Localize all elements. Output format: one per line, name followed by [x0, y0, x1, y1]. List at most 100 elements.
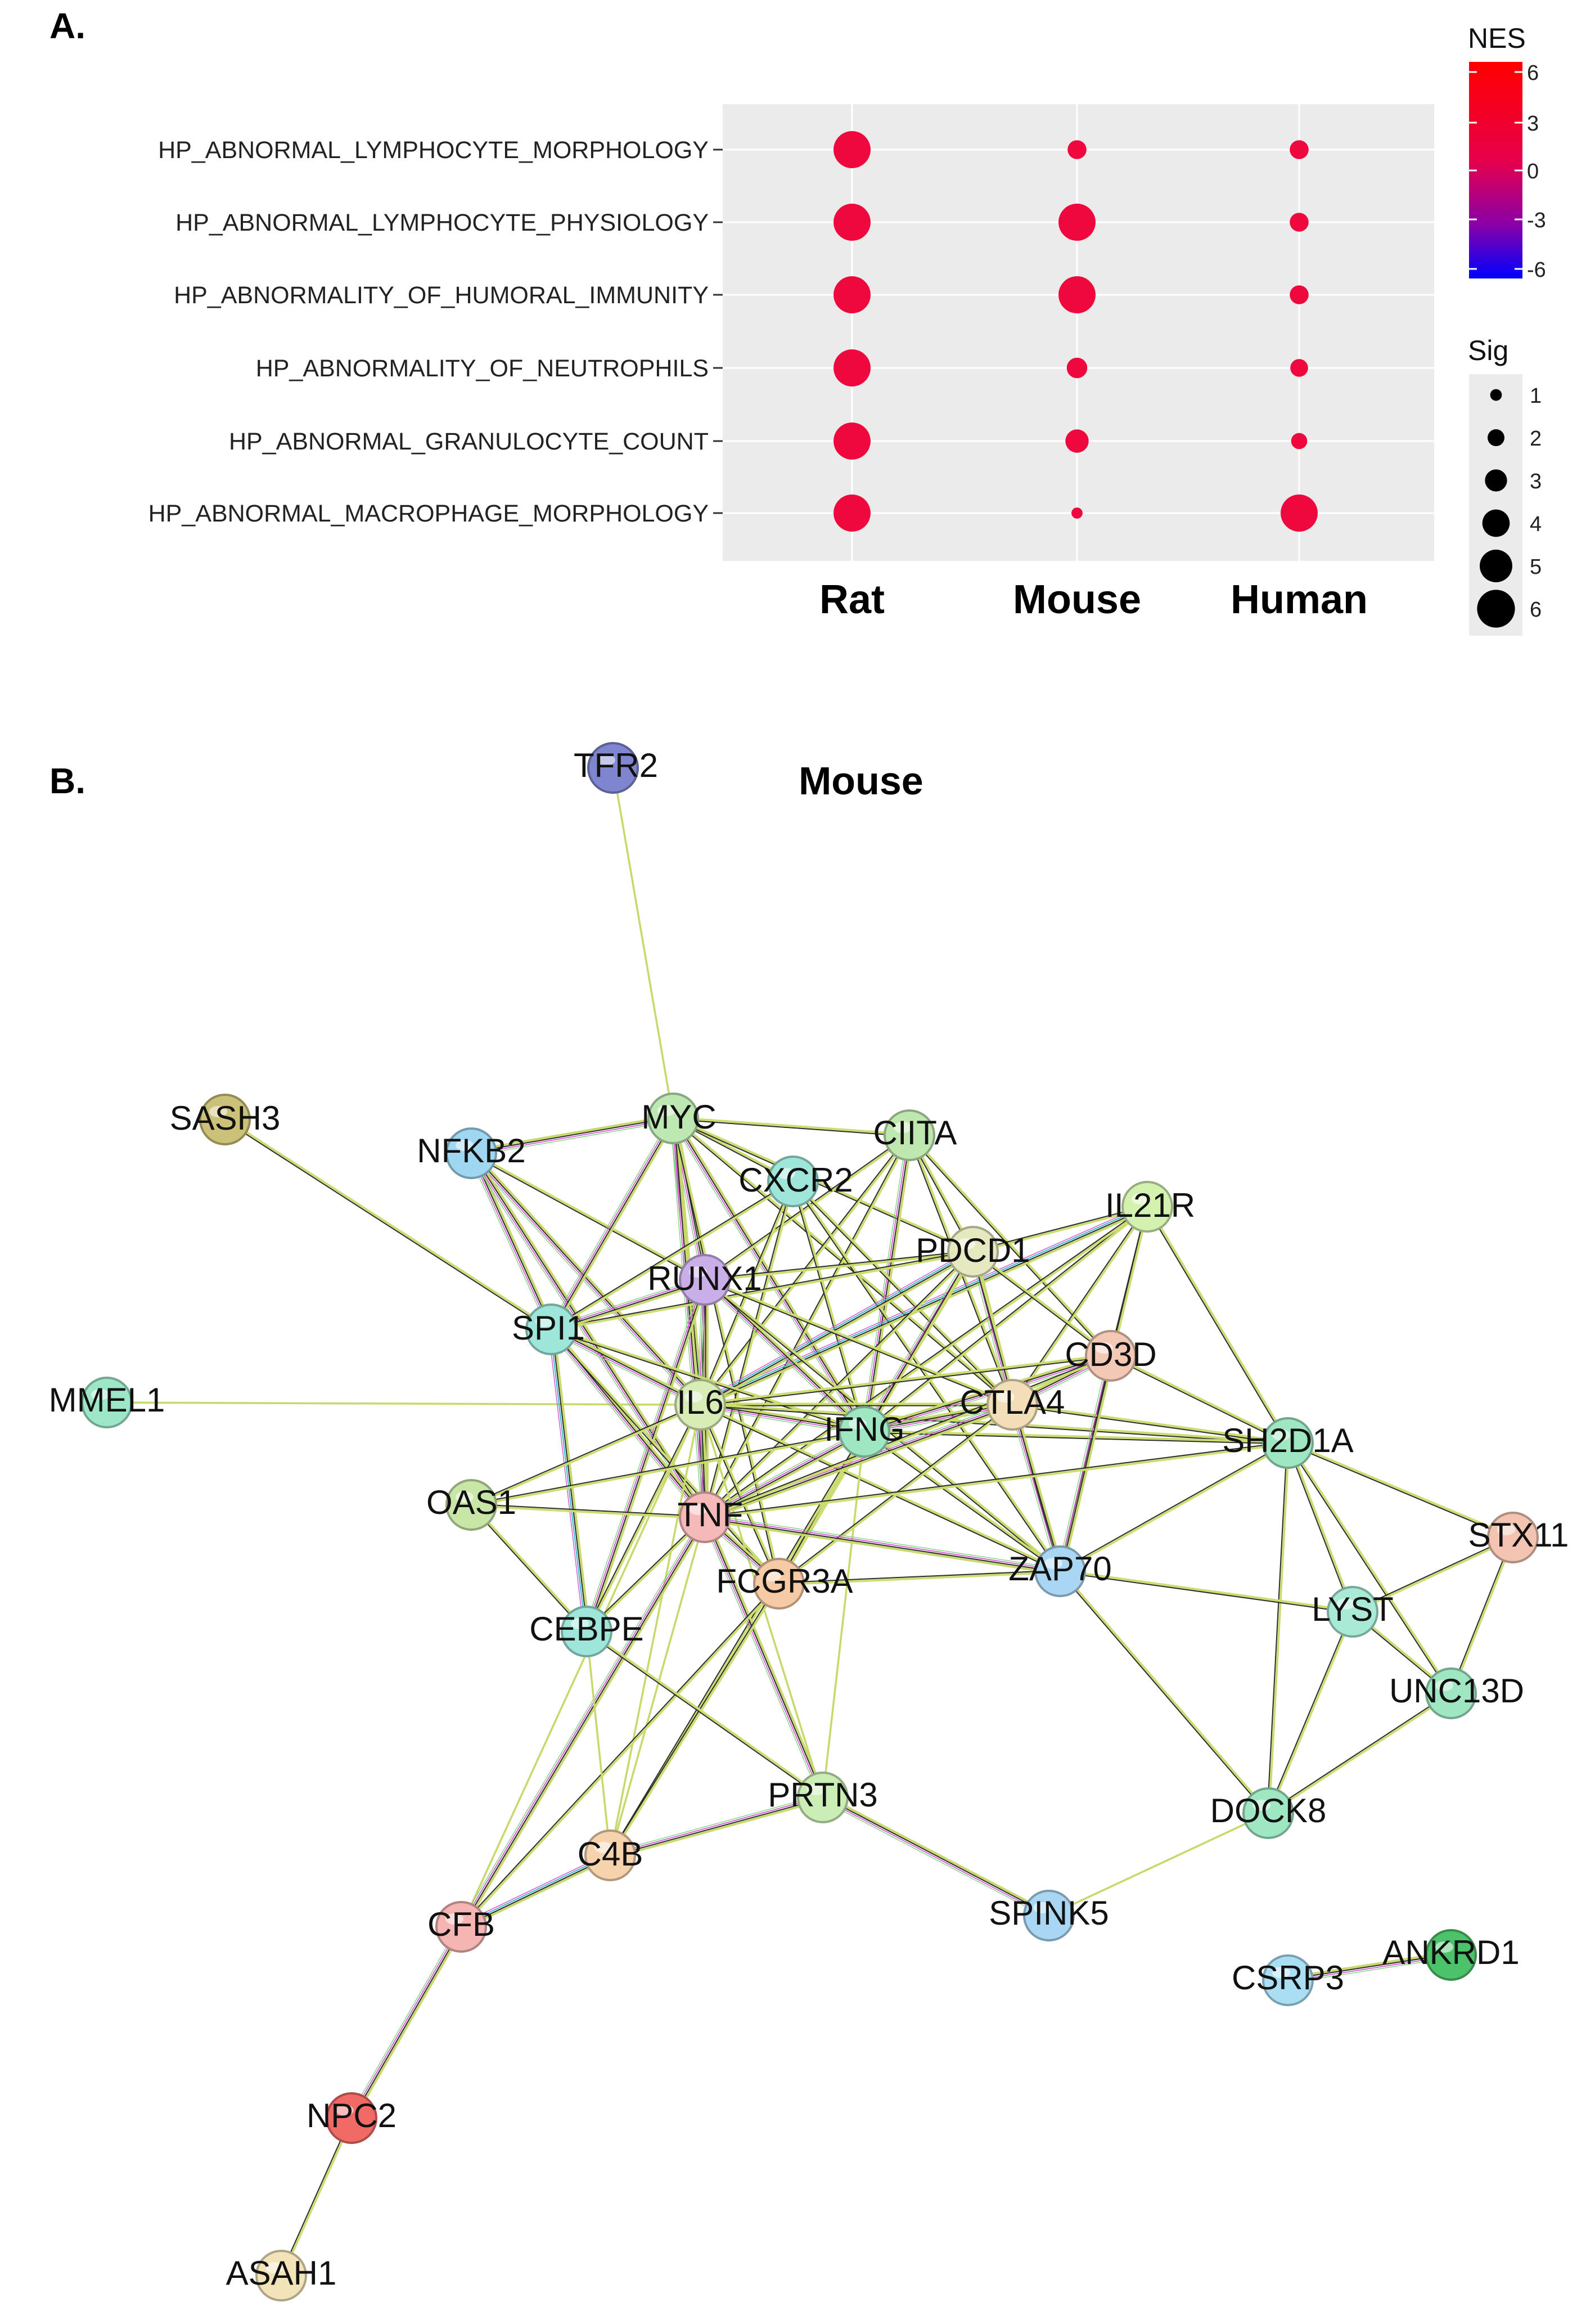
sig-legend-label: 1	[1530, 384, 1542, 408]
edge-line	[704, 1517, 1061, 1573]
network-edge	[470, 1430, 866, 1507]
node-circle	[81, 1377, 133, 1428]
edge-line	[1011, 1206, 1147, 1405]
edge-line	[610, 1797, 824, 1857]
x-tick-label: Human	[1231, 577, 1368, 622]
node-highlight	[1252, 1800, 1270, 1811]
network-edge	[609, 1583, 781, 1857]
edge-line	[471, 1503, 589, 1632]
edge-line	[610, 1583, 781, 1857]
edge-line	[699, 1403, 1062, 1572]
node-highlight	[456, 1140, 474, 1151]
edge-line	[699, 1250, 974, 1405]
edge-line	[550, 1278, 705, 1329]
network-node-sash3: SASH3	[170, 1094, 280, 1145]
network-node-mmel1: MMEL1	[49, 1377, 165, 1428]
edge-line	[1267, 1692, 1452, 1813]
network-node-cebpe: CEBPE	[529, 1606, 644, 1657]
node-label: DOCK8	[1210, 1792, 1327, 1829]
nes-tick-label: 0	[1527, 160, 1539, 183]
network-node-il6: IL6	[674, 1379, 726, 1431]
network-edge	[699, 1403, 1013, 1406]
edge-line	[1286, 1951, 1452, 1979]
node-highlight	[689, 1504, 707, 1515]
edge-line	[703, 1134, 909, 1518]
edge-line	[551, 1281, 707, 1333]
node-circle	[797, 1772, 849, 1823]
node-highlight	[894, 1122, 912, 1133]
x-tick-label: Rat	[819, 577, 885, 622]
network-edge	[550, 1180, 795, 1332]
edge-line	[549, 1331, 700, 1408]
sig-legend-label: 5	[1530, 555, 1542, 579]
edge-line	[353, 1927, 465, 2121]
network-edge	[701, 1515, 827, 1799]
edge-line	[550, 1181, 795, 1332]
node-label: C4B	[578, 1835, 643, 1873]
edge-line	[703, 1280, 864, 1433]
node-highlight	[807, 1784, 825, 1795]
dot	[1291, 433, 1308, 449]
edge-line	[700, 1253, 976, 1409]
edge-line	[703, 1429, 864, 1516]
node-circle	[679, 1254, 731, 1306]
edge-line	[461, 1856, 613, 1931]
edge-line	[470, 1430, 865, 1505]
edge-line	[550, 1180, 794, 1329]
panel-a-label: A.	[49, 6, 85, 46]
network-edge	[548, 1116, 677, 1332]
network-node-asah1: ASAH1	[226, 2250, 336, 2301]
edge-line	[699, 1407, 864, 1435]
dot	[1071, 507, 1083, 519]
edge-line	[1351, 1537, 1515, 1614]
network-edge	[470, 1503, 589, 1633]
node-highlight	[1132, 1193, 1150, 1204]
network-node-npc2: NPC2	[307, 2092, 396, 2144]
edge-line	[706, 1515, 827, 1798]
edge-line	[609, 1583, 779, 1856]
network-edge	[704, 1354, 1112, 1520]
node-highlight	[445, 1913, 463, 1925]
network-edge	[1059, 1569, 1354, 1613]
edge-line	[704, 1442, 1290, 1520]
edge-line	[471, 1121, 674, 1157]
sig-legend-dot	[1490, 389, 1502, 401]
node-circle	[767, 1156, 819, 1207]
node-highlight	[597, 754, 615, 766]
network-edge	[703, 1514, 1061, 1575]
node-label: UNC13D	[1389, 1672, 1524, 1710]
edge-line	[1267, 1611, 1353, 1814]
edge-line	[864, 1356, 1112, 1433]
network-node-cfb: CFB	[427, 1901, 495, 1953]
network-edge	[548, 1328, 591, 1633]
edge-line	[470, 1505, 587, 1633]
dot	[1290, 213, 1309, 232]
sig-legend-label: 3	[1530, 470, 1542, 493]
y-tick-label: HP_ABNORMALITY_OF_NEUTROPHILS	[256, 355, 709, 382]
network-edge	[612, 767, 674, 1120]
edge-line	[863, 1430, 1062, 1572]
edge-line	[909, 1133, 1113, 1356]
node-label: SPI1	[512, 1309, 585, 1347]
edge-line	[460, 1404, 701, 1928]
network-edge	[699, 1403, 781, 1585]
edge-line	[699, 1354, 1112, 1405]
network-edge	[822, 1431, 866, 1799]
edge-line	[700, 1207, 1148, 1406]
edge-line	[352, 1926, 463, 2119]
network-node-runx1: RUNX1	[647, 1254, 762, 1306]
network-edge	[1110, 1354, 1290, 1445]
node-label: TFR2	[574, 747, 658, 784]
edge-line	[350, 1926, 461, 2119]
x-tick-label: Mouse	[1013, 577, 1141, 622]
edge-line	[704, 1406, 1015, 1521]
edge-line	[704, 1355, 1112, 1520]
edge-line	[470, 1403, 701, 1505]
edge-line	[1061, 1355, 1115, 1574]
edge-line	[863, 1354, 1111, 1432]
edge-line	[585, 1630, 611, 1856]
edge-line	[1268, 1611, 1355, 1815]
